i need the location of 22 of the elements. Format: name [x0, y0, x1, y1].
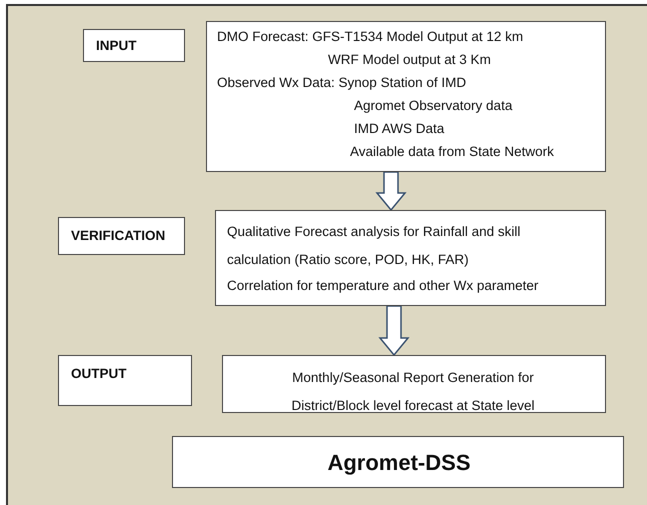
description-text: Observed Wx Data: Synop Station of IMD — [217, 74, 466, 91]
description-text: WRF Model output at 3 Km — [328, 51, 491, 68]
description-text: Correlation for temperature and other Wx parameter — [227, 277, 538, 294]
description-text: Available data from State Network — [350, 143, 554, 160]
description-text: Agromet Observatory data — [354, 97, 512, 114]
stage-label: INPUT — [96, 37, 136, 54]
process-box — [206, 21, 606, 172]
block-arrow — [375, 171, 407, 212]
block-arrow — [378, 305, 410, 356]
description-text: DMO Forecast: GFS-T1534 Model Output at 12 km — [217, 28, 524, 45]
description-text: IMD AWS Data — [354, 120, 444, 137]
system-title: Agromet-DSS — [326, 451, 472, 475]
system-box — [172, 436, 624, 488]
stage-label: VERIFICATION — [71, 227, 166, 244]
stage-label-box — [83, 29, 185, 62]
stage-label: OUTPUT — [71, 365, 126, 382]
stage-label-box — [58, 355, 192, 406]
process-box — [215, 210, 606, 306]
process-box — [222, 355, 606, 413]
description-text: Monthly/Seasonal Report Generation for District/Block level forecast at State level — [290, 369, 536, 415]
stage-label-box — [58, 217, 185, 255]
description-text: Qualitative Forecast analysis for Rainfall and skill calculation (Ratio score, POD, HK, FAR) — [227, 223, 522, 269]
